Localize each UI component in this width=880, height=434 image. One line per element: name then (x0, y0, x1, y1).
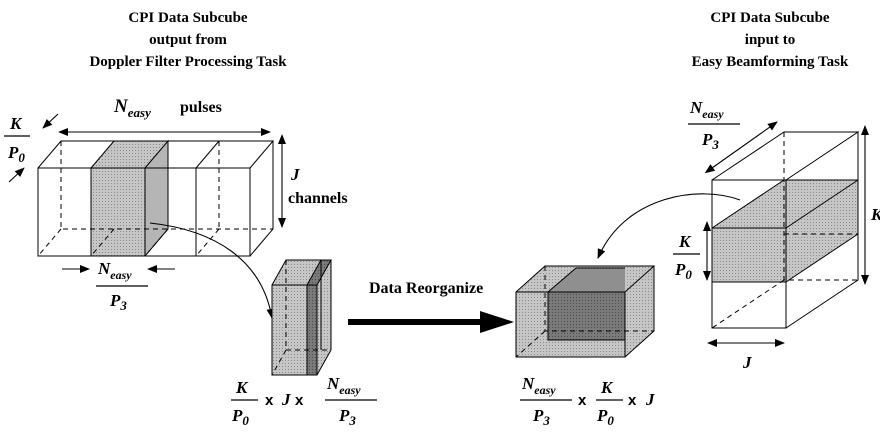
n-easy-symbol: Neasy (113, 96, 151, 120)
svg-text:K: K (870, 205, 880, 224)
svg-text:Neasy: Neasy (326, 374, 361, 397)
svg-text:J: J (281, 390, 291, 409)
slab-top-face (91, 141, 168, 168)
slab-side-face (145, 141, 168, 256)
svg-text:P3: P3 (532, 406, 550, 428)
channels-label: channels (288, 190, 348, 207)
svg-text:x: x (295, 392, 304, 409)
j-dimension-right: J (707, 339, 785, 372)
svg-text:P0: P0 (596, 406, 614, 428)
k-over-p0-right: K P0 (673, 221, 711, 282)
right-title-line1: CPI Data Subcube (710, 10, 830, 26)
reorg-dims-n-k-j: Neasy P3 x K P0 x J (520, 374, 655, 428)
svg-text:x: x (628, 392, 637, 409)
left-title-line2: output from (149, 32, 227, 48)
transferred-block (271, 259, 332, 376)
slab-front-face (91, 168, 145, 256)
svg-text:K: K (235, 378, 249, 397)
left-title-line3: Doppler Filter Processing Task (89, 54, 287, 70)
svg-text:P0: P0 (231, 406, 249, 428)
right-title-line3: Easy Beamforming Task (692, 54, 849, 70)
svg-text:K: K (600, 378, 614, 397)
right-title: CPI Data Subcube input to Easy Beamformi… (692, 10, 849, 70)
data-reorganize-label: Data Reorganize (369, 280, 483, 297)
n-easy-over-p3-left: Neasy P3 (62, 259, 175, 313)
svg-text:x: x (265, 392, 274, 409)
svg-text:P0: P0 (674, 260, 692, 282)
svg-text:P3: P3 (109, 291, 127, 313)
k-over-p0-left: K P0 (4, 113, 59, 183)
n-easy-over-p3-right: Neasy P3 (688, 98, 778, 174)
svg-text:Neasy: Neasy (689, 98, 724, 121)
svg-text:Neasy: Neasy (97, 259, 132, 282)
reorganized-block (515, 265, 656, 358)
insert-arrow (597, 193, 741, 259)
svg-text:x: x (578, 392, 587, 409)
right-title-line2: input to (745, 32, 795, 48)
svg-text:J: J (645, 390, 655, 409)
pulses-label: pulses (180, 99, 222, 116)
left-title: CPI Data Subcube output from Doppler Fil… (89, 10, 287, 70)
svg-text:K: K (9, 114, 23, 133)
svg-text:J: J (742, 353, 752, 372)
svg-text:P0: P0 (7, 143, 25, 165)
doppler-output-cube (37, 139, 275, 257)
svg-text:P3: P3 (338, 406, 356, 428)
cube-front (37, 167, 251, 257)
left-title-line1: CPI Data Subcube (128, 10, 248, 26)
data-reorganize-arrow: Data Reorganize (348, 280, 514, 333)
pulses-dimension: Neasy pulses (58, 96, 271, 136)
j-channels-dimension: J channels (278, 134, 348, 228)
svg-text:P3: P3 (701, 130, 719, 152)
svg-text:K: K (678, 232, 692, 251)
extract-arrow (149, 222, 275, 319)
block-dims-k-j-n: K P0 x J x Neasy P3 (231, 374, 377, 428)
k-dimension-right: K (861, 125, 880, 285)
svg-text:Neasy: Neasy (521, 374, 556, 397)
svg-text:J: J (290, 165, 300, 184)
beamforming-input-cube (711, 131, 860, 329)
